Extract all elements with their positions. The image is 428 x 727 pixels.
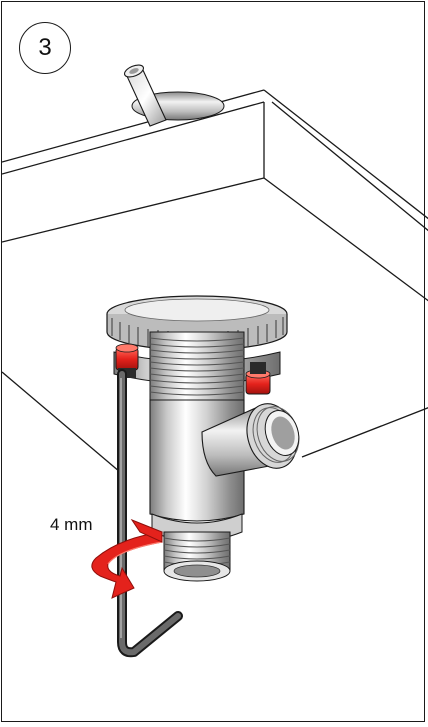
- sink-basin: [2, 89, 428, 473]
- step-number: 3: [38, 34, 52, 61]
- valve-body: [149, 399, 300, 542]
- set-screw-right: [245, 362, 271, 395]
- set-screw-left: [115, 343, 139, 378]
- step-number-badge: 3: [19, 22, 71, 74]
- rotation-arrow-icon: [91, 518, 163, 599]
- threaded-shank: [149, 331, 245, 403]
- hex-key-icon: [117, 369, 183, 658]
- bottom-outlet: [163, 531, 231, 582]
- wrench-size-label: 4 mm: [50, 515, 93, 534]
- faucet-flange: [123, 64, 225, 127]
